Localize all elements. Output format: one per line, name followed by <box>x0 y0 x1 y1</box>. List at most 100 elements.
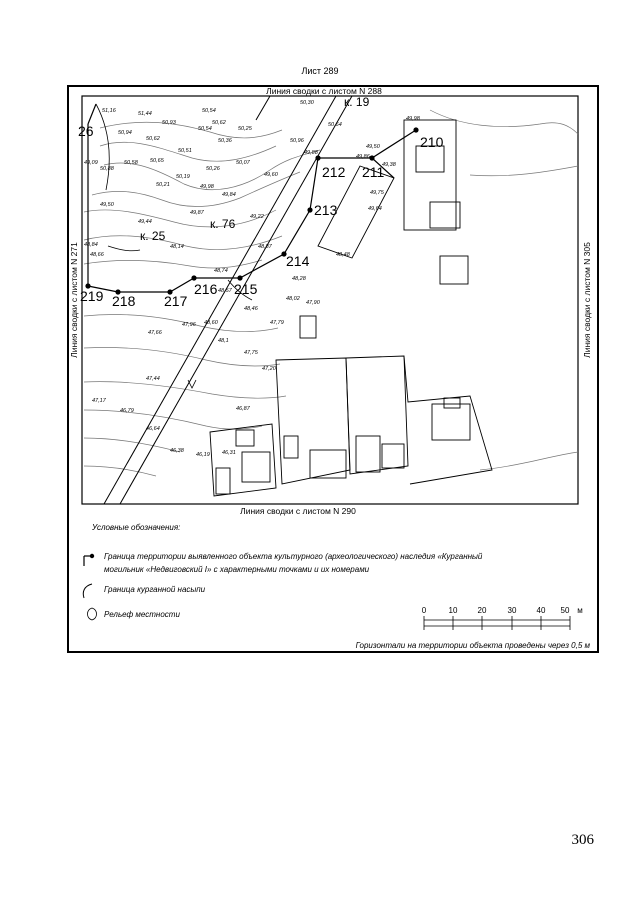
legend: Условные обозначения: Граница территории… <box>82 523 483 621</box>
elevation-label: 50,07 <box>236 160 251 166</box>
elevation-label: 50,58 <box>124 160 139 166</box>
contour-lines <box>83 109 579 477</box>
legend-item-boundary-line1: Граница территории выявленного объекта к… <box>104 552 483 561</box>
scale-labels: 0 10 20 30 40 50 м <box>422 606 583 615</box>
elevation-label: 50,54 <box>202 108 216 114</box>
elevation-label: 47,90 <box>306 300 321 306</box>
sheet-title: Лист 289 <box>301 66 339 76</box>
point-label-214: 214 <box>286 253 310 269</box>
elevation-label: 50,88 <box>100 166 115 172</box>
point-label-219: 219 <box>80 288 104 304</box>
scale-tick-40: 40 <box>537 606 546 615</box>
elevation-label: 48,74 <box>214 268 228 274</box>
buildings <box>209 119 493 497</box>
elevation-label: 51,16 <box>102 108 117 114</box>
scale-bar <box>423 616 571 630</box>
elevation-label: 49,75 <box>370 190 385 196</box>
elevation-label: 49,22 <box>250 214 264 220</box>
elevation-label: 48,48 <box>336 252 351 258</box>
elevation-label: 50,36 <box>218 138 233 144</box>
elevation-label: 46,31 <box>222 450 236 456</box>
elevation-label: 49,84 <box>222 192 236 198</box>
scale-tick-30: 30 <box>508 606 517 615</box>
heritage-boundary <box>87 103 417 293</box>
elevation-label: 50,54 <box>198 126 212 132</box>
elevation-label: 49,87 <box>190 210 205 216</box>
elevation-label: 50,93 <box>162 120 177 126</box>
legend-kurgan-arc-icon <box>82 583 93 599</box>
scale-tick-0: 0 <box>422 606 427 615</box>
elevation-label: 48,28 <box>292 276 307 282</box>
kurgan-boundaries <box>95 103 253 301</box>
elevation-label: 47,20 <box>262 366 277 372</box>
elevation-label: 46,79 <box>120 408 134 414</box>
elevation-label: 50,94 <box>118 130 132 136</box>
elevation-label: 47,79 <box>270 320 284 326</box>
elevation-label: 48,46 <box>244 306 259 312</box>
kurgan-label-76: к. 76 <box>210 217 236 231</box>
elevation-label: 50,65 <box>150 158 165 164</box>
scale-tick-50: 50 <box>561 606 570 615</box>
contour-note: Горизонтали на территории объекта провед… <box>356 641 591 650</box>
legend-item-kurgan: Граница курганной насыпи <box>104 585 206 594</box>
boundary-points <box>85 127 419 295</box>
elevation-label: 49,09 <box>84 160 98 166</box>
elevation-label: 50,62 <box>212 120 226 126</box>
elevation-label: 47,17 <box>92 398 107 404</box>
elevation-label: 48,84 <box>84 242 98 248</box>
elevation-label: 48,66 <box>90 252 105 258</box>
legend-relief-icon <box>87 607 97 621</box>
point-label-217: 217 <box>164 293 188 309</box>
elevation-label: 51,44 <box>138 111 152 117</box>
elevation-label: 49,64 <box>368 206 382 212</box>
elevation-label: 49,44 <box>138 219 152 225</box>
elevation-label: 48,87 <box>258 244 273 250</box>
kurgan-label-25: к. 25 <box>140 229 166 243</box>
elevation-label: 49,88 <box>304 150 319 156</box>
point-label-218: 218 <box>112 293 136 309</box>
elevation-label: 50,96 <box>290 138 305 144</box>
point-label-213: 213 <box>314 202 338 218</box>
elevation-label: 50,64 <box>328 122 342 128</box>
elevation-label: 46,64 <box>146 426 160 432</box>
elevation-label: 47,96 <box>182 322 197 328</box>
direction-arrow-icon <box>187 379 197 389</box>
elevation-label: 50,25 <box>238 126 253 132</box>
elevation-label: 48,60 <box>204 320 219 326</box>
elevation-label: 50,30 <box>300 100 315 106</box>
edge-label-top: Линия сводки с листом N 288 <box>266 86 382 96</box>
elevation-label: 50,51 <box>178 148 192 154</box>
elevation-label: 48,57 <box>218 288 233 294</box>
elevation-label: 48,02 <box>286 296 300 302</box>
elevation-label: 49,98 <box>200 184 215 190</box>
elevation-label: 49,60 <box>264 172 279 178</box>
point-label-210: 210 <box>420 134 444 150</box>
elevation-label: 49,86 <box>356 154 371 160</box>
road <box>103 95 353 505</box>
legend-item-boundary-line2: могильник «Недвиговский I» с характерным… <box>104 565 370 574</box>
map-area-frame <box>81 95 579 505</box>
elevation-label: 48,1 <box>218 338 229 344</box>
elevation-label: 47,75 <box>244 350 259 356</box>
legend-title: Условные обозначения: <box>91 523 180 532</box>
point-label-216: 216 <box>194 281 218 297</box>
point-label-211: 211 <box>362 164 385 180</box>
elevation-label: 50,19 <box>176 174 190 180</box>
point-labels: 210 211 212 213 214 215 216 217 218 219 … <box>78 123 444 309</box>
elevation-labels: 51,16 51,44 50,93 50,54 50,62 50,94 50,6… <box>84 100 421 458</box>
edge-label-right: Линия сводки с листом N 305 <box>582 242 592 358</box>
elevation-label: 48,14 <box>170 244 184 250</box>
kurgan-label-19: к. 19 <box>344 95 370 109</box>
elevation-label: 49,50 <box>366 144 381 150</box>
page-number: 306 <box>571 832 595 848</box>
legend-item-relief: Рельеф местности <box>104 610 180 619</box>
edge-label-bottom: Линия сводки с листом N 290 <box>240 506 356 516</box>
elevation-label: 49,50 <box>100 202 115 208</box>
scale-tick-10: 10 <box>449 606 458 615</box>
scale-tick-20: 20 <box>478 606 487 615</box>
kurgan-labels: к. 19 к. 25 к. 76 <box>140 95 370 243</box>
elevation-label: 47,44 <box>146 376 160 382</box>
elevation-label: 46,87 <box>236 406 251 412</box>
elevation-label: 49,38 <box>382 162 397 168</box>
